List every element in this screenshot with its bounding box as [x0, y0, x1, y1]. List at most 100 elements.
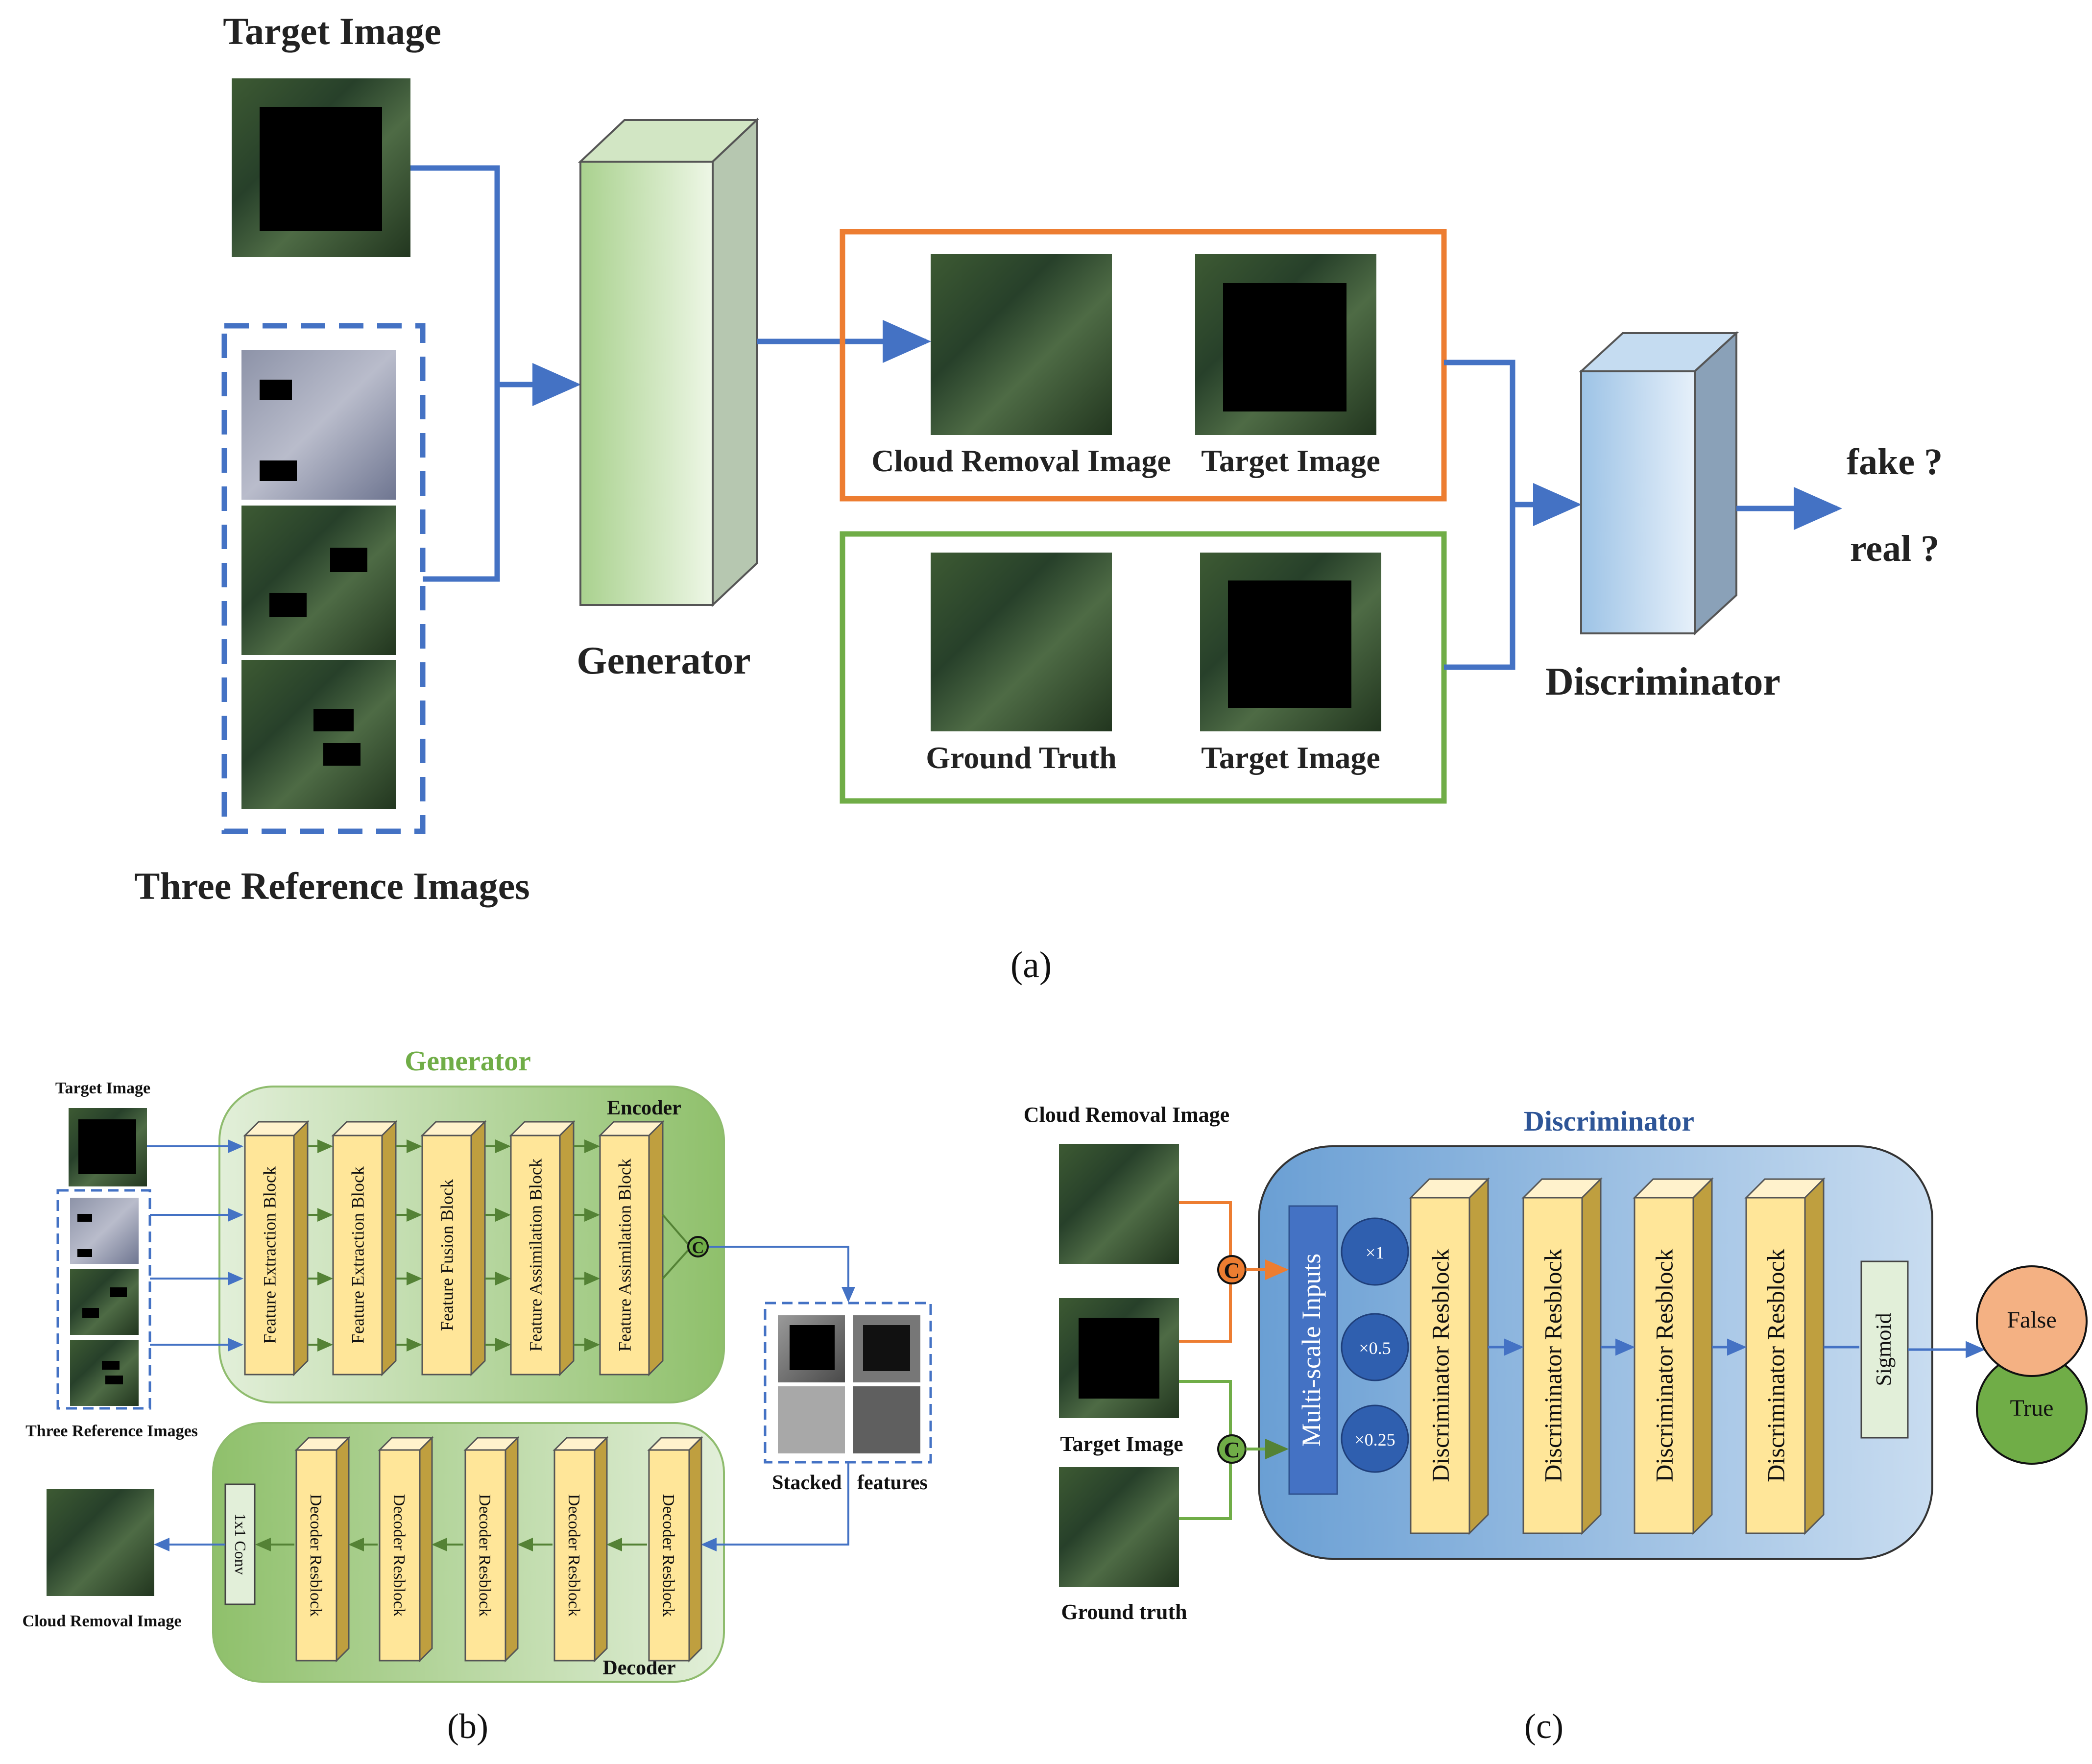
c-orange-concat-symbol: C	[1224, 1258, 1240, 1283]
stacked-feature-4	[853, 1386, 920, 1453]
c-cloud-removal-connector	[1179, 1201, 1232, 1259]
panel-a-label: (a)	[1010, 944, 1052, 986]
encoder-to-stacked-arrow	[709, 1246, 855, 1303]
encoder-block-5: Feature Assimilation Block	[598, 1120, 665, 1377]
encoder-block-3-label: Feature Fusion Block	[437, 1179, 457, 1331]
encoder-blocks: Feature Extraction Block Feature Extracti…	[243, 1120, 689, 1377]
target-image-title: Target Image	[223, 10, 441, 52]
output-real-label: real ?	[1850, 528, 1939, 569]
decoder-block-1: Decoder Resblock	[294, 1436, 351, 1663]
scale-label-3: ×0.25	[1354, 1430, 1395, 1450]
reference-image-2	[241, 506, 396, 655]
generator-label: Generator	[577, 639, 750, 682]
stacked-feature-1	[778, 1315, 845, 1382]
b-reference-image-2	[70, 1269, 139, 1335]
c-cloud-removal-label: Cloud Removal Image	[1024, 1103, 1229, 1127]
ground-truth-image-a	[931, 553, 1112, 731]
b-reference-label: Three Reference Images	[25, 1422, 198, 1440]
panel-c: Cloud Removal Image Target Image Ground …	[1024, 1103, 2088, 1746]
c-ground-truth-image	[1059, 1467, 1179, 1587]
cloud-removal-caption: Cloud Removal Image	[871, 443, 1171, 478]
target-to-generator-line	[410, 165, 500, 385]
sigmoid-block	[1860, 1260, 1909, 1439]
encoder-converge-line-bottom	[662, 1249, 689, 1280]
c-target-image	[1059, 1298, 1179, 1418]
discriminator-resblocks: Discriminator Resblock Discriminator Resb…	[1409, 1177, 1859, 1535]
b-target-image-thumbnail	[69, 1108, 147, 1186]
false-circle	[1976, 1265, 2088, 1377]
discriminator-resblock-2: Discriminator Resblock	[1521, 1177, 1603, 1535]
scale-label-1: ×1	[1366, 1243, 1384, 1262]
stacked-to-decoder-arrow	[701, 1462, 849, 1551]
reference-images-title: Three Reference Images	[134, 865, 529, 907]
discriminator-resblock-3-label: Discriminator Resblock	[1651, 1249, 1678, 1482]
encoder-input-arrows	[147, 1139, 243, 1352]
false-label: False	[2007, 1307, 2056, 1333]
decoder-block-3-label: Decoder Resblock	[476, 1494, 494, 1617]
stacked-feature-3	[778, 1386, 845, 1453]
scale-circle-1	[1341, 1217, 1409, 1286]
output-fake-label: fake ?	[1847, 441, 1943, 483]
scale-circle-2	[1341, 1313, 1409, 1381]
decoder-blocks: Decoder Resblock Decoder Resblock Decoder …	[255, 1436, 703, 1663]
target-caption-real: Target Image	[1201, 740, 1380, 775]
encoder-label: Encoder	[607, 1097, 681, 1119]
decoder-block-4: Decoder Resblock	[553, 1436, 609, 1663]
true-label: True	[2010, 1395, 2054, 1421]
c-ground-truth-connector	[1179, 1460, 1232, 1520]
decoder-block-2: Decoder Resblock	[378, 1436, 434, 1663]
reference-image-1	[241, 350, 396, 500]
c-cloud-removal-image	[1059, 1144, 1179, 1264]
discriminator-prism	[1578, 331, 1739, 636]
panel-a: Target Image Three Reference Images	[134, 10, 1943, 986]
panel-b: Generator Encoder Decoder Target Image	[23, 1045, 932, 1746]
stacked-feature-2	[853, 1315, 920, 1382]
reference-to-generator-line	[423, 385, 500, 582]
b-reference-group	[56, 1189, 151, 1410]
scale-label-2: ×0.5	[1359, 1338, 1391, 1358]
discriminator-resblock-4: Discriminator Resblock	[1744, 1177, 1826, 1535]
reference-images-group	[221, 323, 426, 834]
decoder-block-1-label: Decoder Resblock	[307, 1494, 325, 1617]
panel-b-label: (b)	[447, 1707, 488, 1746]
c-target-label: Target Image	[1060, 1432, 1183, 1456]
b-concat-circle	[687, 1236, 709, 1257]
generator-prism	[577, 118, 760, 607]
target-caption-fake: Target Image	[1201, 443, 1380, 478]
encoder-block-3: Feature Fusion Block	[420, 1120, 487, 1377]
scale-circles: ×1 ×0.5 ×0.25	[1341, 1217, 1409, 1473]
conv-1x1-label: 1x1 Conv	[232, 1513, 249, 1574]
sigmoid-label: Sigmoid	[1872, 1313, 1896, 1386]
discriminator-resblock-3: Discriminator Resblock	[1633, 1177, 1714, 1535]
b-reference-image-3	[70, 1340, 139, 1406]
reference-image-3	[241, 660, 396, 809]
discriminator-label: Discriminator	[1545, 660, 1780, 703]
multiscale-inputs-label: Multi-scale Inputs	[1297, 1254, 1326, 1447]
encoder-block-4: Feature Assimilation Block	[509, 1120, 576, 1377]
encoder-converge-line-top	[662, 1214, 689, 1245]
multiscale-inputs-block	[1288, 1205, 1338, 1495]
c-target-to-orange-connector	[1179, 1281, 1232, 1343]
discriminator-resblock-1: Discriminator Resblock	[1409, 1177, 1490, 1535]
fake-pair-to-discriminator-line	[1444, 360, 1515, 505]
c-ground-truth-label: Ground truth	[1061, 1600, 1187, 1624]
ground-truth-caption: Ground Truth	[926, 740, 1117, 775]
b-target-image-label: Target Image	[55, 1079, 150, 1097]
encoder-block-1-label: Feature Extraction Block	[260, 1166, 280, 1344]
b-concat-symbol: C	[692, 1239, 704, 1257]
encoder-block-1: Feature Extraction Block	[243, 1120, 310, 1377]
encoder-block-2-label: Feature Extraction Block	[348, 1166, 368, 1344]
target-image-fake-pair	[1195, 254, 1376, 435]
panel-c-label: (c)	[1524, 1707, 1563, 1746]
cloud-removal-image-a	[931, 254, 1112, 435]
target-image-thumbnail	[232, 78, 410, 257]
decoder-block-3: Decoder Resblock	[463, 1436, 520, 1663]
c-green-concat-symbol: C	[1224, 1437, 1240, 1462]
decoder-block-5-label: Decoder Resblock	[659, 1494, 677, 1617]
scale-circle-3	[1341, 1404, 1409, 1473]
encoder-block-5-label: Feature Assimilation Block	[615, 1159, 635, 1352]
decoder-block-2-label: Decoder Resblock	[390, 1494, 408, 1617]
real-pair-to-discriminator-line	[1444, 505, 1515, 670]
discriminator-title: Discriminator	[1524, 1105, 1694, 1137]
decoder-block-5: Decoder Resblock	[647, 1436, 703, 1663]
